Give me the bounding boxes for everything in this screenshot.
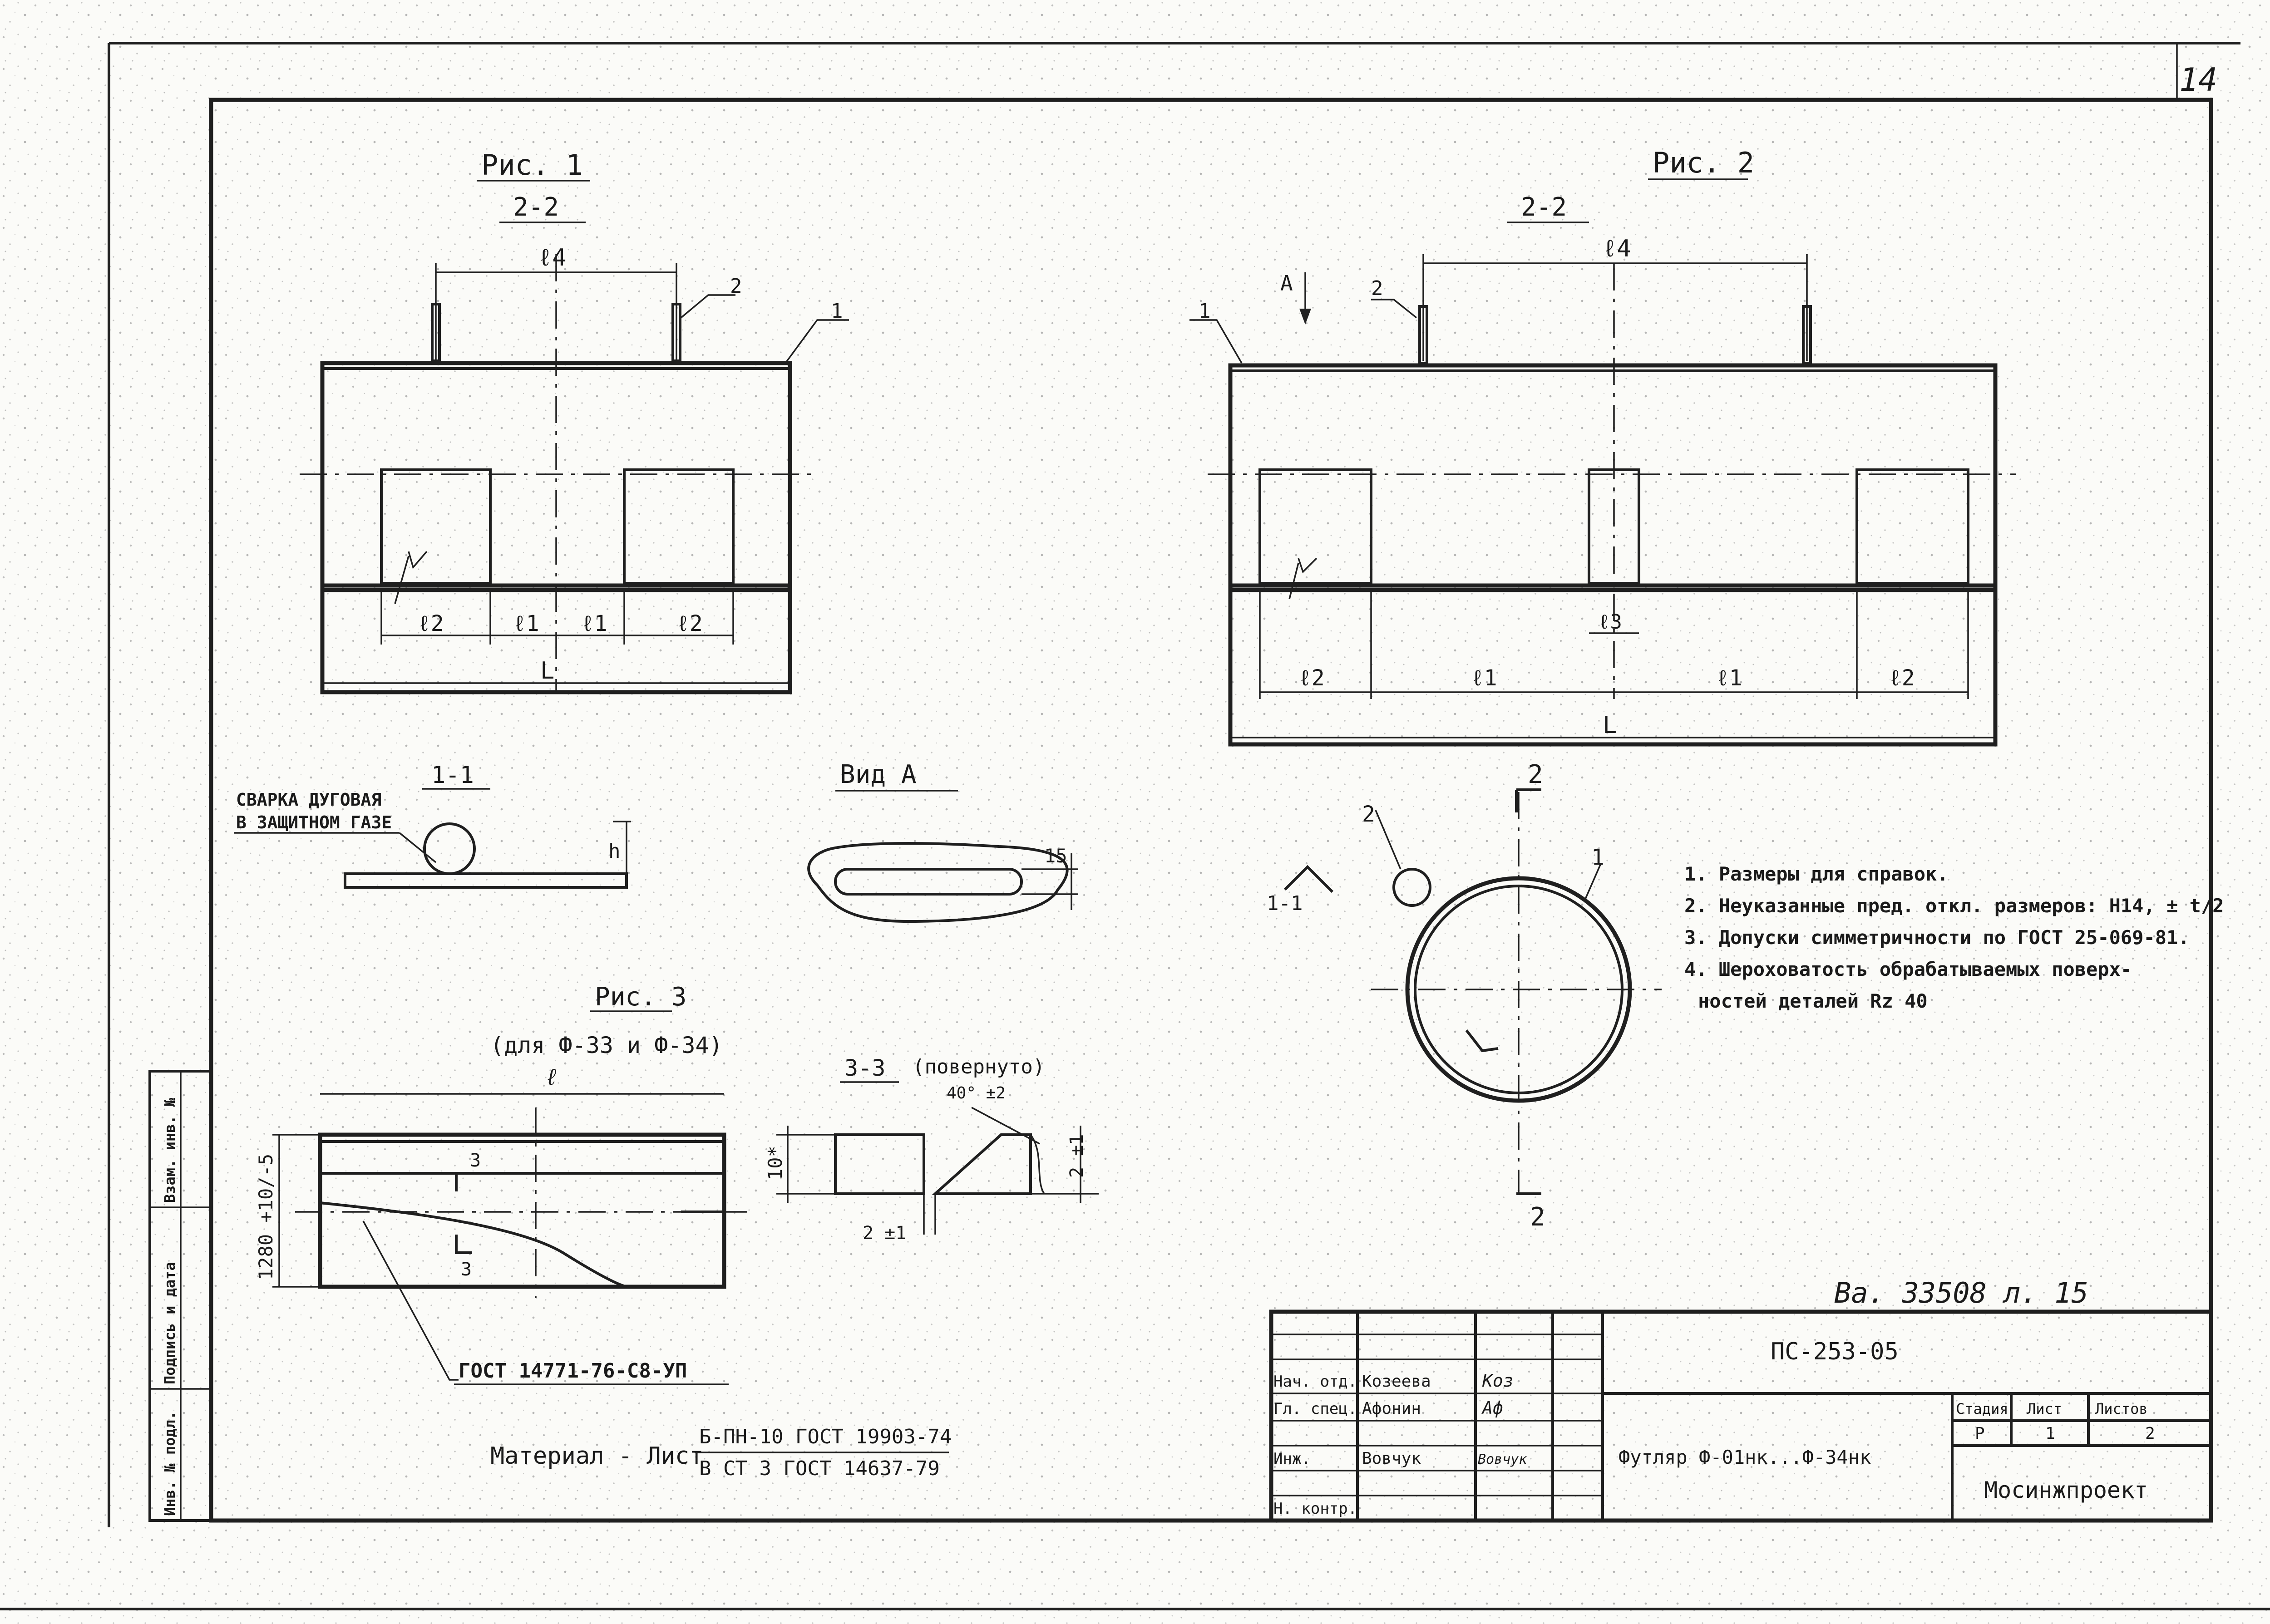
weld-note-line-1: СВАРКА ДУГОВАЯ [236,790,381,810]
figure-1: Рис. 1 2-2 ℓ4 2 1 ℓ2 ℓ1 ℓ1 [300,148,849,694]
weld-note-line-2: В ЗАЩИТНОМ ГАЗЕ [236,812,392,832]
view-a-title: Вид А [840,760,917,789]
view-a: Вид А 15 [807,760,1078,923]
fig1-dim-l1-right: ℓ1 [581,611,607,636]
fig2-callout-1: 1 [1199,300,1211,323]
signature-2: Аф [1481,1398,1503,1418]
section-1-1: 1-1 СВАРКА ДУГОВАЯ В ЗАЩИТНОМ ГАЗЕ h [234,762,631,889]
name-afonin: Афонин [1362,1399,1421,1418]
fig2-callout-2: 2 [1371,277,1383,300]
pipe-cross-section: 2 1 2 2 1-1 [1267,760,1662,1232]
side-stamp: Инв. № подл. Подпись и дата Взам. инв. № [148,1070,212,1522]
side-stamp-inv-podl: Инв. № подл. [161,1411,178,1516]
section-3-3-dim-right: 2 ±1 [1066,1134,1087,1178]
note-4: 4. Шероховатость обрабатываемых поверх- [1684,958,2132,980]
fig1-section-label: 2-2 [513,192,559,222]
note-2: 2. Неуказанные пред. откл. размеров: Н14… [1684,895,2224,917]
page-number: 14 [2179,61,2217,98]
view-a-dim-15: 15 [1044,845,1067,867]
fig1-dim-overall: L [540,657,554,684]
sheet-frame [0,42,2270,1610]
fig2-view-mark: А [1280,271,1293,295]
org-name: Мосинжпроект [1984,1477,2148,1503]
role-n-kontr: Н. контр. [1273,1500,1357,1518]
fig2-section-label: 2-2 [1521,192,1567,222]
archive-stamp: Ва. 33508 л. 15 [1834,1276,2088,1309]
fig3-title: Рис. 3 [595,982,686,1012]
figure-2: Рис. 2 2-2 ℓ4 2 1 А ℓ3 ℓ2 [1189,146,2016,747]
fig1-dim-l2-left: ℓ2 [418,611,444,636]
general-notes: 1. Размеры для справок. 2. Неуказанные п… [1684,863,2224,1012]
material-line-2: В СТ 3 ГОСТ 14637-79 [699,1457,940,1480]
role-gl-spec: Гл. спец. [1273,1400,1357,1418]
note-1: 1. Размеры для справок. [1684,863,1949,885]
section-3-3-note: (повернуто) [913,1055,1045,1078]
stage-value: Р [1975,1424,1985,1443]
fig2-dim-l1-right: ℓ1 [1716,665,1742,691]
role-inzh: Инж. [1273,1450,1311,1468]
fig2-dim-l4: ℓ4 [1603,235,1631,262]
section-3-3-title: 3-3 [844,1055,885,1081]
fig2-title: Рис. 2 [1653,146,1754,179]
cross-section-mark-1-1: 1-1 [1267,892,1303,915]
signature-1: Коз [1482,1371,1514,1391]
material-spec: Материал - Лист Б-ПН-10 ГОСТ 19903-74 В … [490,1425,952,1480]
figure-3: Рис. 3 (для Ф-33 и Ф-34) ℓ 1280 +10/-5 3… [255,982,749,1385]
role-nach-otd: Нач. отд. [1273,1373,1357,1391]
name-vovchuk: Вовчук [1362,1449,1421,1468]
signature-3: Вовчук [1478,1452,1527,1467]
section-3-3-dim-bottom: 2 ±1 [863,1223,906,1244]
material-label: Материал - Лист [490,1442,704,1470]
sheet-value: 1 [2045,1424,2055,1443]
fig1-title: Рис. 1 [481,148,583,182]
sheets-value: 2 [2145,1424,2155,1443]
note-3: 3. Допуски симметричности по ГОСТ 25-069… [1684,926,2190,949]
cross-callout-1: 1 [1591,845,1604,870]
sheets-header: Листов [2095,1400,2148,1417]
cross-cut-mark-top: 2 [1528,760,1543,789]
section-3-3: 3-3 (повернуто) 40° ±2 10* 2 ±1 2 ±1 [764,1055,1099,1244]
side-stamp-podpis: Подпись и дата [161,1262,178,1384]
cross-cut-mark-bottom: 2 [1530,1202,1545,1232]
fig1-dim-l2-right: ℓ2 [676,611,703,636]
fig2-dim-l2-left: ℓ2 [1298,665,1325,691]
fig1-callout-2: 2 [730,275,742,298]
fig3-cut-mark-bottom: 3 [461,1259,472,1280]
name-kozeeva: Козеева [1362,1372,1431,1391]
fig3-dim-height: 1280 +10/-5 [255,1154,277,1280]
fig2-dim-l2-right: ℓ2 [1889,665,1915,691]
note-5: ностей деталей Rz 40 [1698,990,1928,1012]
sheet-header: Лист [2027,1400,2062,1417]
fig3-cut-mark-top: 3 [470,1150,481,1171]
section-1-1-dim-h: h [608,840,621,863]
stage-header: Стадия [1956,1400,2008,1417]
section-3-3-dim-left: 10* [764,1146,786,1180]
item-name: Футляр Ф-01нк...Ф-34нк [1619,1446,1871,1468]
title-block: ПС-253-05 Нач. отд. Гл. спец. Инж. Н. ко… [1269,1309,2213,1523]
doc-code: ПС-253-05 [1771,1338,1899,1365]
fig3-dim-length: ℓ [545,1064,558,1090]
side-stamp-vzam: Взам. инв. № [161,1097,178,1203]
section-1-1-title: 1-1 [431,762,474,789]
fig3-gost-label: ГОСТ 14771-76-С8-УП [459,1359,687,1383]
fig2-dim-l1-left: ℓ1 [1471,665,1497,691]
section-3-3-angle: 40° ±2 [947,1084,1006,1102]
fig1-callout-1: 1 [831,300,843,323]
fig3-subtitle: (для Ф-33 и Ф-34) [490,1032,723,1058]
cross-callout-2: 2 [1362,802,1375,827]
fig2-dim-l3: ℓ3 [1598,610,1622,634]
fig1-dim-l1-left: ℓ1 [513,611,539,636]
fig1-dim-l4: ℓ4 [538,244,567,271]
material-line-1: Б-ПН-10 ГОСТ 19903-74 [699,1425,952,1448]
fig2-dim-overall: L [1603,712,1617,739]
